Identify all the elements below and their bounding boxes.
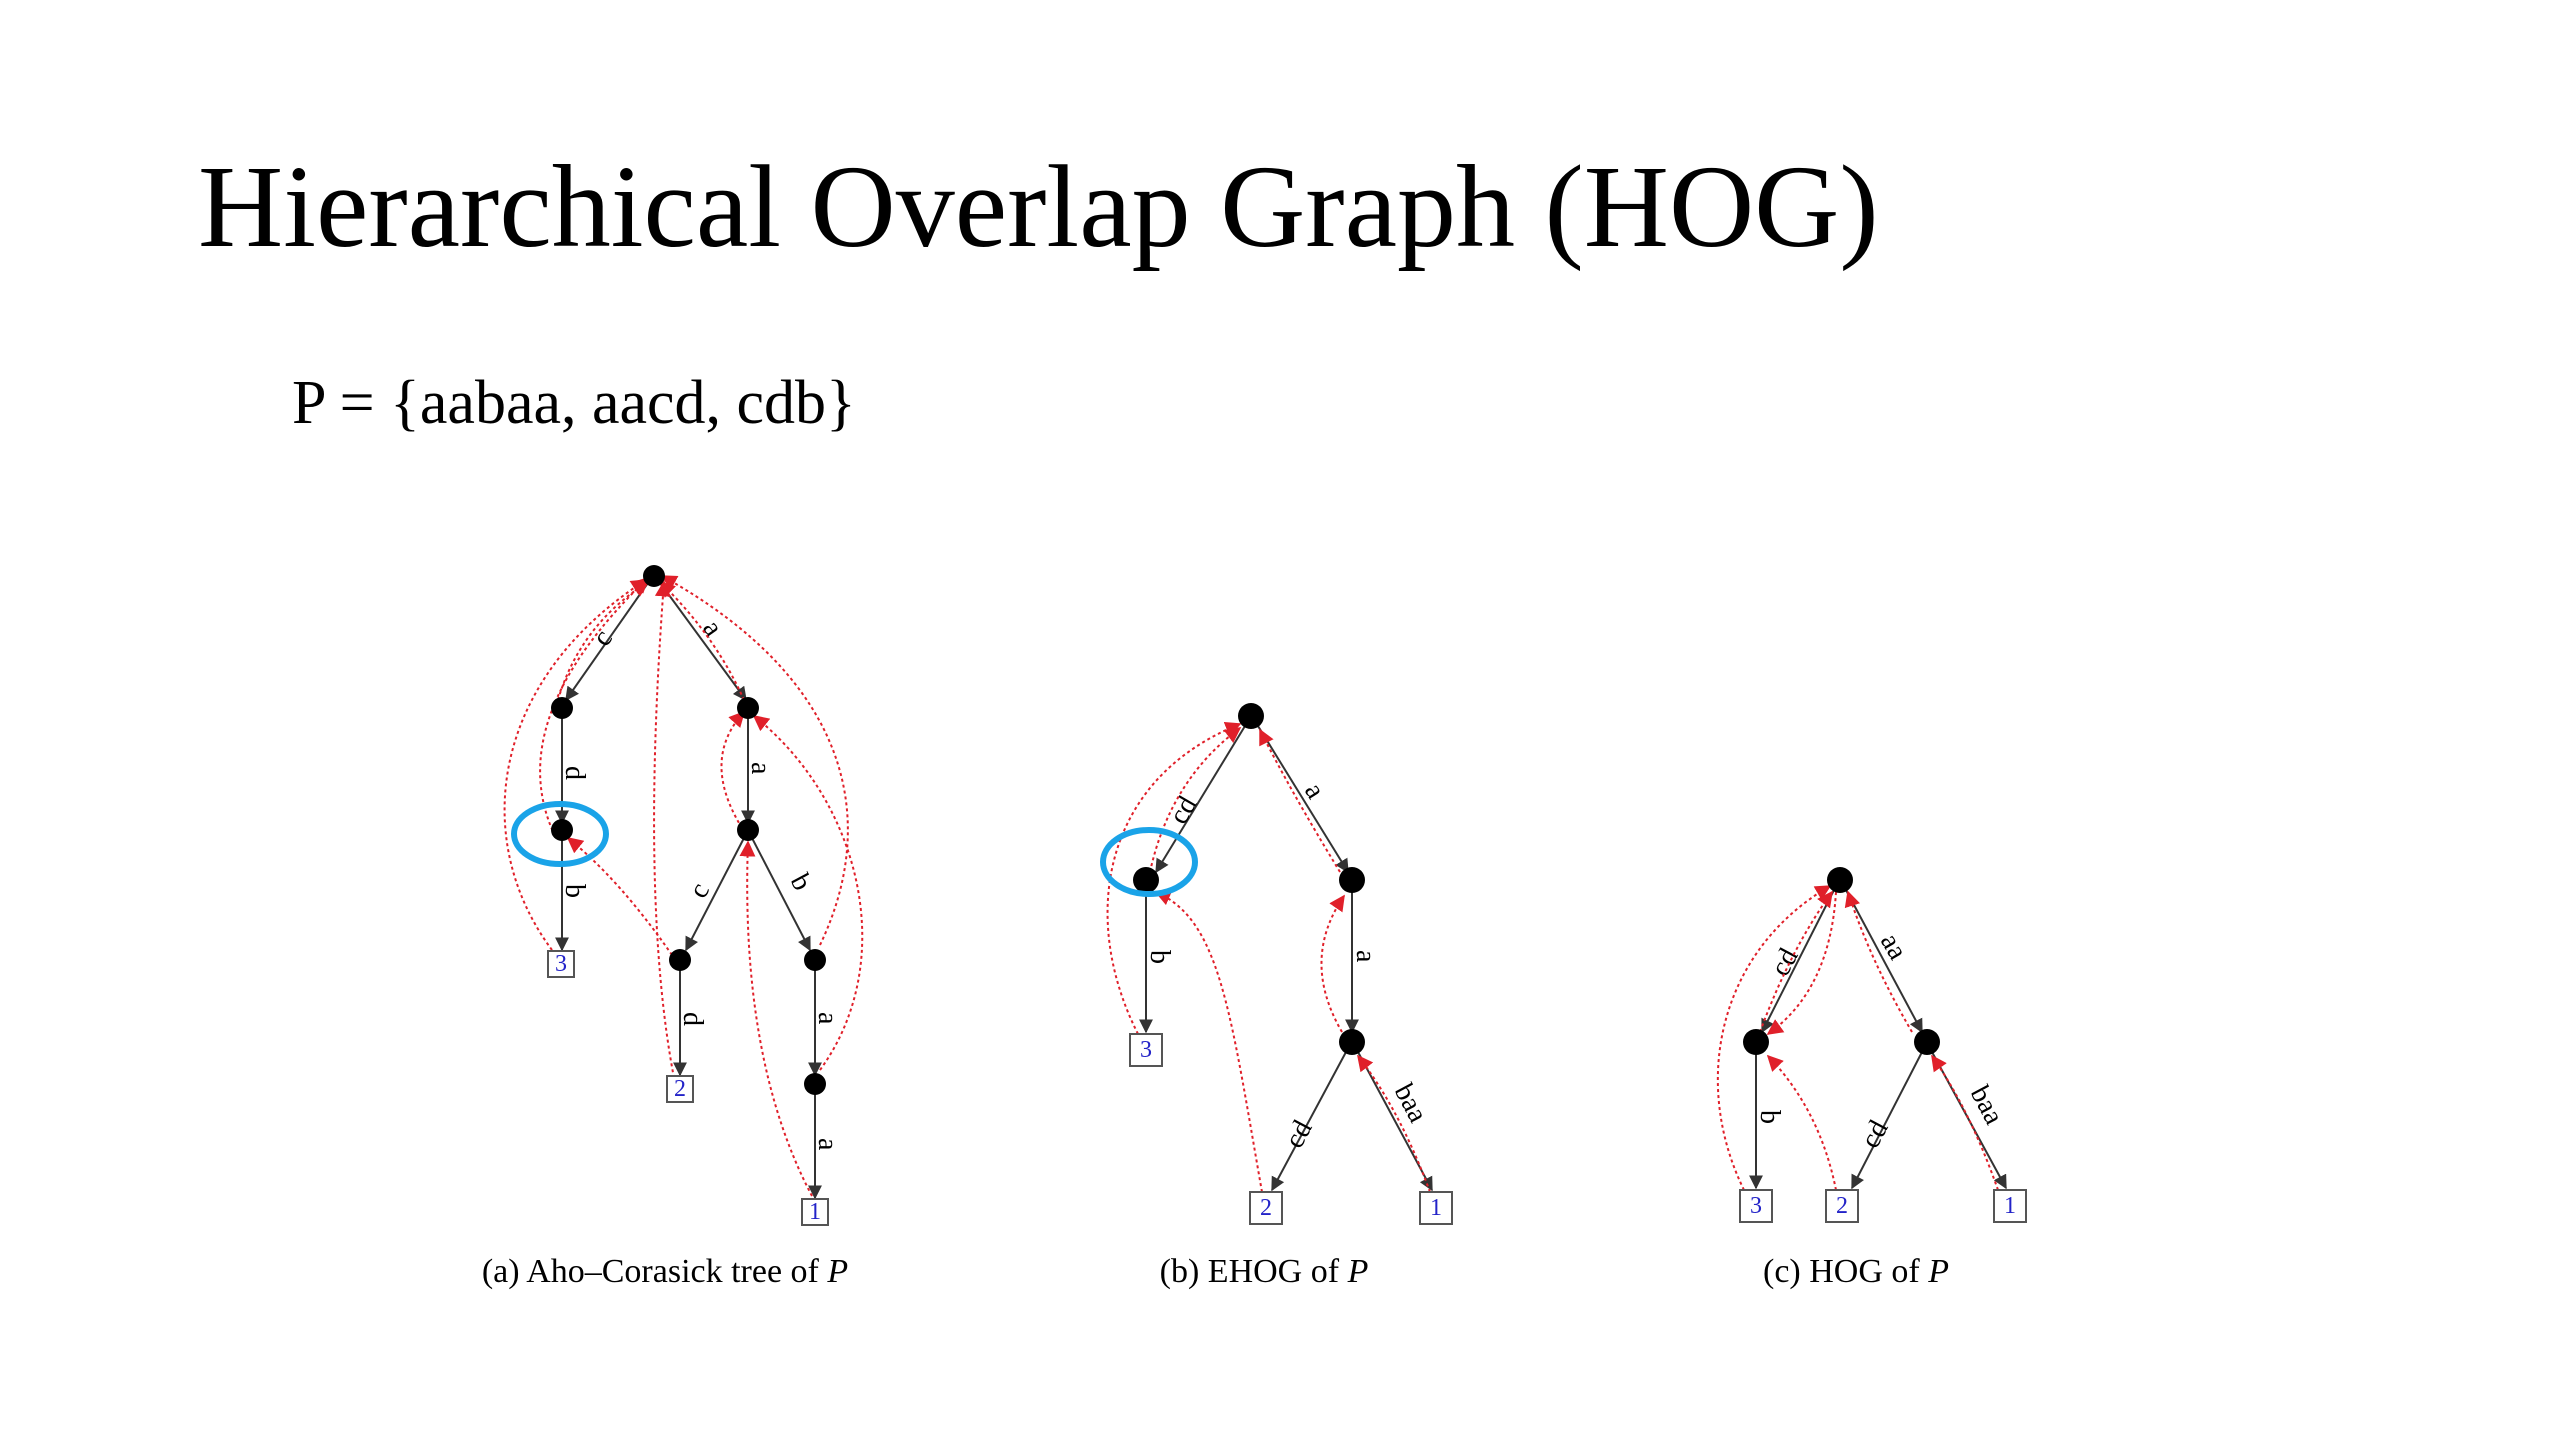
edge-label: a	[1298, 777, 1331, 804]
leaf-label: 1	[2004, 1193, 2016, 1219]
slide-title: Hierarchical Overlap Graph (HOG)	[198, 141, 1879, 272]
leaf-box	[1129, 1033, 1163, 1067]
leaf-label: 3	[1140, 1037, 1152, 1063]
figure-caption: (c) HOG of P	[1763, 1253, 1949, 1290]
leaf-label: 1	[809, 1199, 821, 1225]
leaf-nodes: 3 2 1	[547, 950, 829, 1226]
node-aab	[804, 949, 826, 971]
leaf-box	[1739, 1189, 1773, 1223]
leaf-label: 2	[1836, 1193, 1848, 1219]
edge-label: cd	[1279, 1115, 1319, 1153]
edge-label: b	[559, 884, 590, 898]
leaf-label: 2	[1260, 1195, 1272, 1221]
leaf-box	[1249, 1191, 1283, 1225]
node-cd	[1133, 867, 1159, 893]
edge-label: b	[1754, 1110, 1785, 1124]
edge-label: d	[677, 1012, 708, 1026]
root-node	[1238, 703, 1264, 729]
failure-links	[1716, 885, 1999, 1191]
node-c	[551, 697, 573, 719]
leaf-nodes: 3 2 1	[1129, 1033, 1453, 1225]
node-aaba	[804, 1073, 826, 1095]
node-cd	[551, 819, 573, 841]
edge-label: cd	[1855, 1115, 1895, 1153]
figure-caption: (b) EHOG of P	[1160, 1253, 1369, 1290]
node-aa	[737, 819, 759, 841]
node-a	[737, 697, 759, 719]
tree-edges	[555, 579, 822, 1200]
figure-hog: cd aa b cd baa 3 2 1 (c) HOG of P	[1716, 867, 2027, 1290]
node-aa	[1914, 1029, 1940, 1055]
edge-label: cd	[1163, 791, 1203, 829]
leaf-box	[547, 950, 575, 978]
edge-label: a	[696, 614, 729, 642]
node-aa	[1339, 1029, 1365, 1055]
leaf-box	[801, 1198, 829, 1226]
tree-nodes	[551, 565, 826, 1095]
edge-label: b	[784, 869, 818, 896]
failure-links	[1106, 721, 1431, 1193]
edge-label: a	[812, 1138, 843, 1151]
node-cd	[1743, 1029, 1769, 1055]
highlight-circle	[1100, 827, 1198, 897]
figure-caption: (a) Aho–Corasick tree of P	[482, 1253, 848, 1290]
leaf-box	[1419, 1191, 1453, 1225]
edge-label: cd	[1765, 943, 1805, 981]
highlight-circle	[511, 801, 609, 867]
leaf-box	[666, 1075, 694, 1103]
leaf-label: 3	[1750, 1193, 1762, 1219]
edge-label: aa	[1874, 928, 1914, 966]
tree-nodes	[1743, 867, 1940, 1055]
edge-label: c	[683, 878, 716, 904]
leaf-box	[1993, 1189, 2027, 1223]
edge-label: a	[1350, 950, 1381, 963]
edge-label: a	[812, 1012, 843, 1025]
node-aac	[669, 949, 691, 971]
leaf-label: 3	[555, 951, 567, 977]
figure-ehog: cd a b a cd baa 3 2 1	[1100, 703, 1453, 1290]
edge-label: b	[1144, 950, 1175, 964]
leaf-label: 1	[1430, 1195, 1442, 1221]
leaf-nodes: 3 2 1	[1739, 1189, 2027, 1223]
edge-label: d	[559, 766, 590, 780]
edge-labels: cd a b a cd baa	[1144, 777, 1434, 1153]
leaf-box	[1825, 1189, 1859, 1223]
edge-labels: c a d a b c b d a a	[559, 614, 843, 1151]
pattern-set-definition: P = {aabaa, aacd, cdb}	[292, 369, 856, 437]
root-node	[1827, 867, 1853, 893]
figure-aho-corasick-tree: c a d a b c b d a a	[482, 565, 864, 1290]
root-node	[643, 565, 665, 587]
leaf-label: 2	[674, 1076, 686, 1102]
node-a	[1339, 867, 1365, 893]
edge-label: a	[745, 762, 776, 775]
edge-labels: cd aa b cd baa	[1754, 928, 2010, 1153]
tree-nodes	[1133, 703, 1365, 1055]
